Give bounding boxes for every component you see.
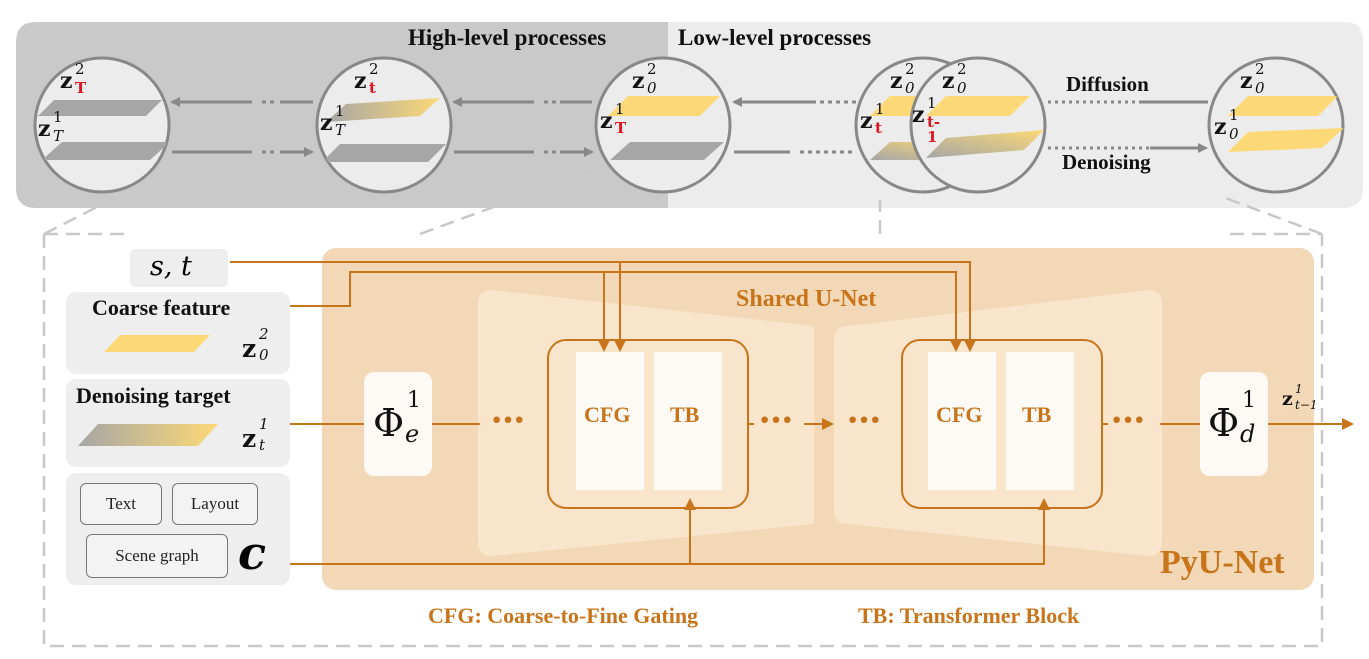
text-condition-button[interactable]: Text	[80, 483, 162, 525]
tb-label-left: TB	[670, 402, 700, 427]
coarse-feature-title: Coarse feature	[92, 295, 231, 320]
circle-2	[315, 56, 453, 194]
legend-tb: TB: Transformer Block	[858, 603, 1080, 628]
ellipsis-4: ···	[1110, 397, 1146, 442]
s-t-label: s, t	[150, 251, 192, 282]
shared-unet	[478, 290, 1162, 556]
orange-connections	[230, 261, 1354, 565]
low-level-label: Low-level processes	[678, 25, 872, 50]
pyunet-title: PyU-Net	[1160, 544, 1285, 581]
shared-unet-title: Shared U-Net	[736, 286, 877, 312]
layout-condition-button[interactable]: Layout	[172, 483, 258, 525]
cfg-label-right: CFG	[936, 402, 983, 427]
denoising-target-title: Denoising target	[76, 383, 231, 408]
top-arrows	[170, 97, 1208, 157]
zoom-frame	[42, 166, 1324, 648]
condition-var: c	[238, 526, 267, 580]
block-right	[901, 339, 1103, 509]
circle-5	[909, 56, 1047, 194]
ellipsis-1: ···	[490, 397, 526, 442]
high-level-label: High-level processes	[408, 25, 607, 50]
circle-1	[33, 56, 171, 194]
scene-graph-condition-button[interactable]: Scene graph	[86, 534, 228, 578]
block-left	[547, 339, 749, 509]
circle-6	[1207, 56, 1345, 194]
tb-label-right: TB	[1022, 402, 1052, 427]
ellipsis-2: ···	[758, 397, 794, 442]
input-boxes	[66, 249, 290, 585]
diffusion-label: Diffusion	[1066, 72, 1149, 96]
denoising-label: Denoising	[1062, 150, 1151, 174]
circle-3	[594, 56, 732, 194]
ellipsis-3: ···	[846, 397, 882, 442]
encoder-box	[364, 372, 432, 476]
cfg-label-left: CFG	[584, 402, 631, 427]
legend-cfg: CFG: Coarse-to-Fine Gating	[428, 603, 699, 628]
decoder-box	[1200, 372, 1268, 476]
